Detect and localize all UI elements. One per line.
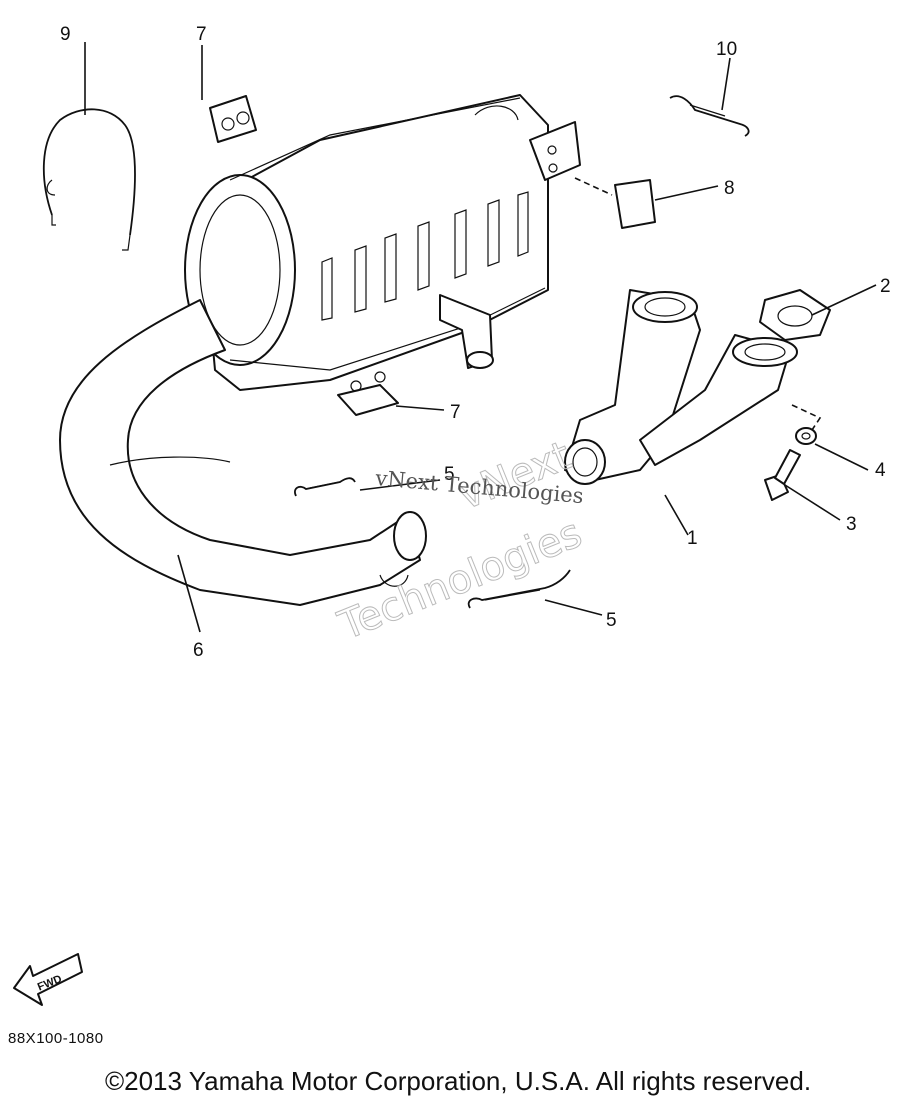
callout-6: 6: [193, 640, 204, 661]
leader-lines: [84, 42, 877, 633]
diagram-code: 88X100-1080: [8, 1030, 104, 1047]
callout-8: 8: [724, 178, 735, 199]
nut-illustration: [795, 427, 817, 445]
callout-7-lower: 7: [450, 402, 461, 423]
spring-illustration-middle: [294, 477, 356, 497]
rear-exhaust-pipe-illustration: [59, 299, 427, 606]
callout-1: 1: [687, 528, 698, 549]
spring-illustration-top: [669, 95, 750, 137]
muffler-illustration: [184, 94, 581, 391]
callout-5-lower: 5: [606, 610, 617, 631]
callout-4: 4: [875, 460, 886, 481]
callout-7-upper: 7: [196, 24, 207, 45]
damper-illustration-lower: [337, 371, 399, 416]
callout-2: 2: [880, 276, 891, 297]
bracket-damper-illustration: [614, 179, 656, 229]
front-exhaust-pipe-illustration: [564, 289, 798, 485]
long-spring-illustration: [42, 108, 136, 251]
fwd-arrow-icon: FWD: [13, 953, 83, 1006]
callout-5-middle: 5: [444, 464, 455, 485]
copyright-notice: ©2013 Yamaha Motor Corporation, U.S.A. A…: [104, 1066, 812, 1096]
damper-illustration-upper: [209, 95, 257, 143]
bolt-illustration: [764, 449, 801, 501]
spring-illustration-bottom: [467, 569, 571, 609]
gasket-illustration: [759, 289, 831, 341]
callout-10: 10: [716, 39, 737, 60]
callout-3: 3: [846, 514, 857, 535]
callout-9: 9: [60, 24, 71, 45]
